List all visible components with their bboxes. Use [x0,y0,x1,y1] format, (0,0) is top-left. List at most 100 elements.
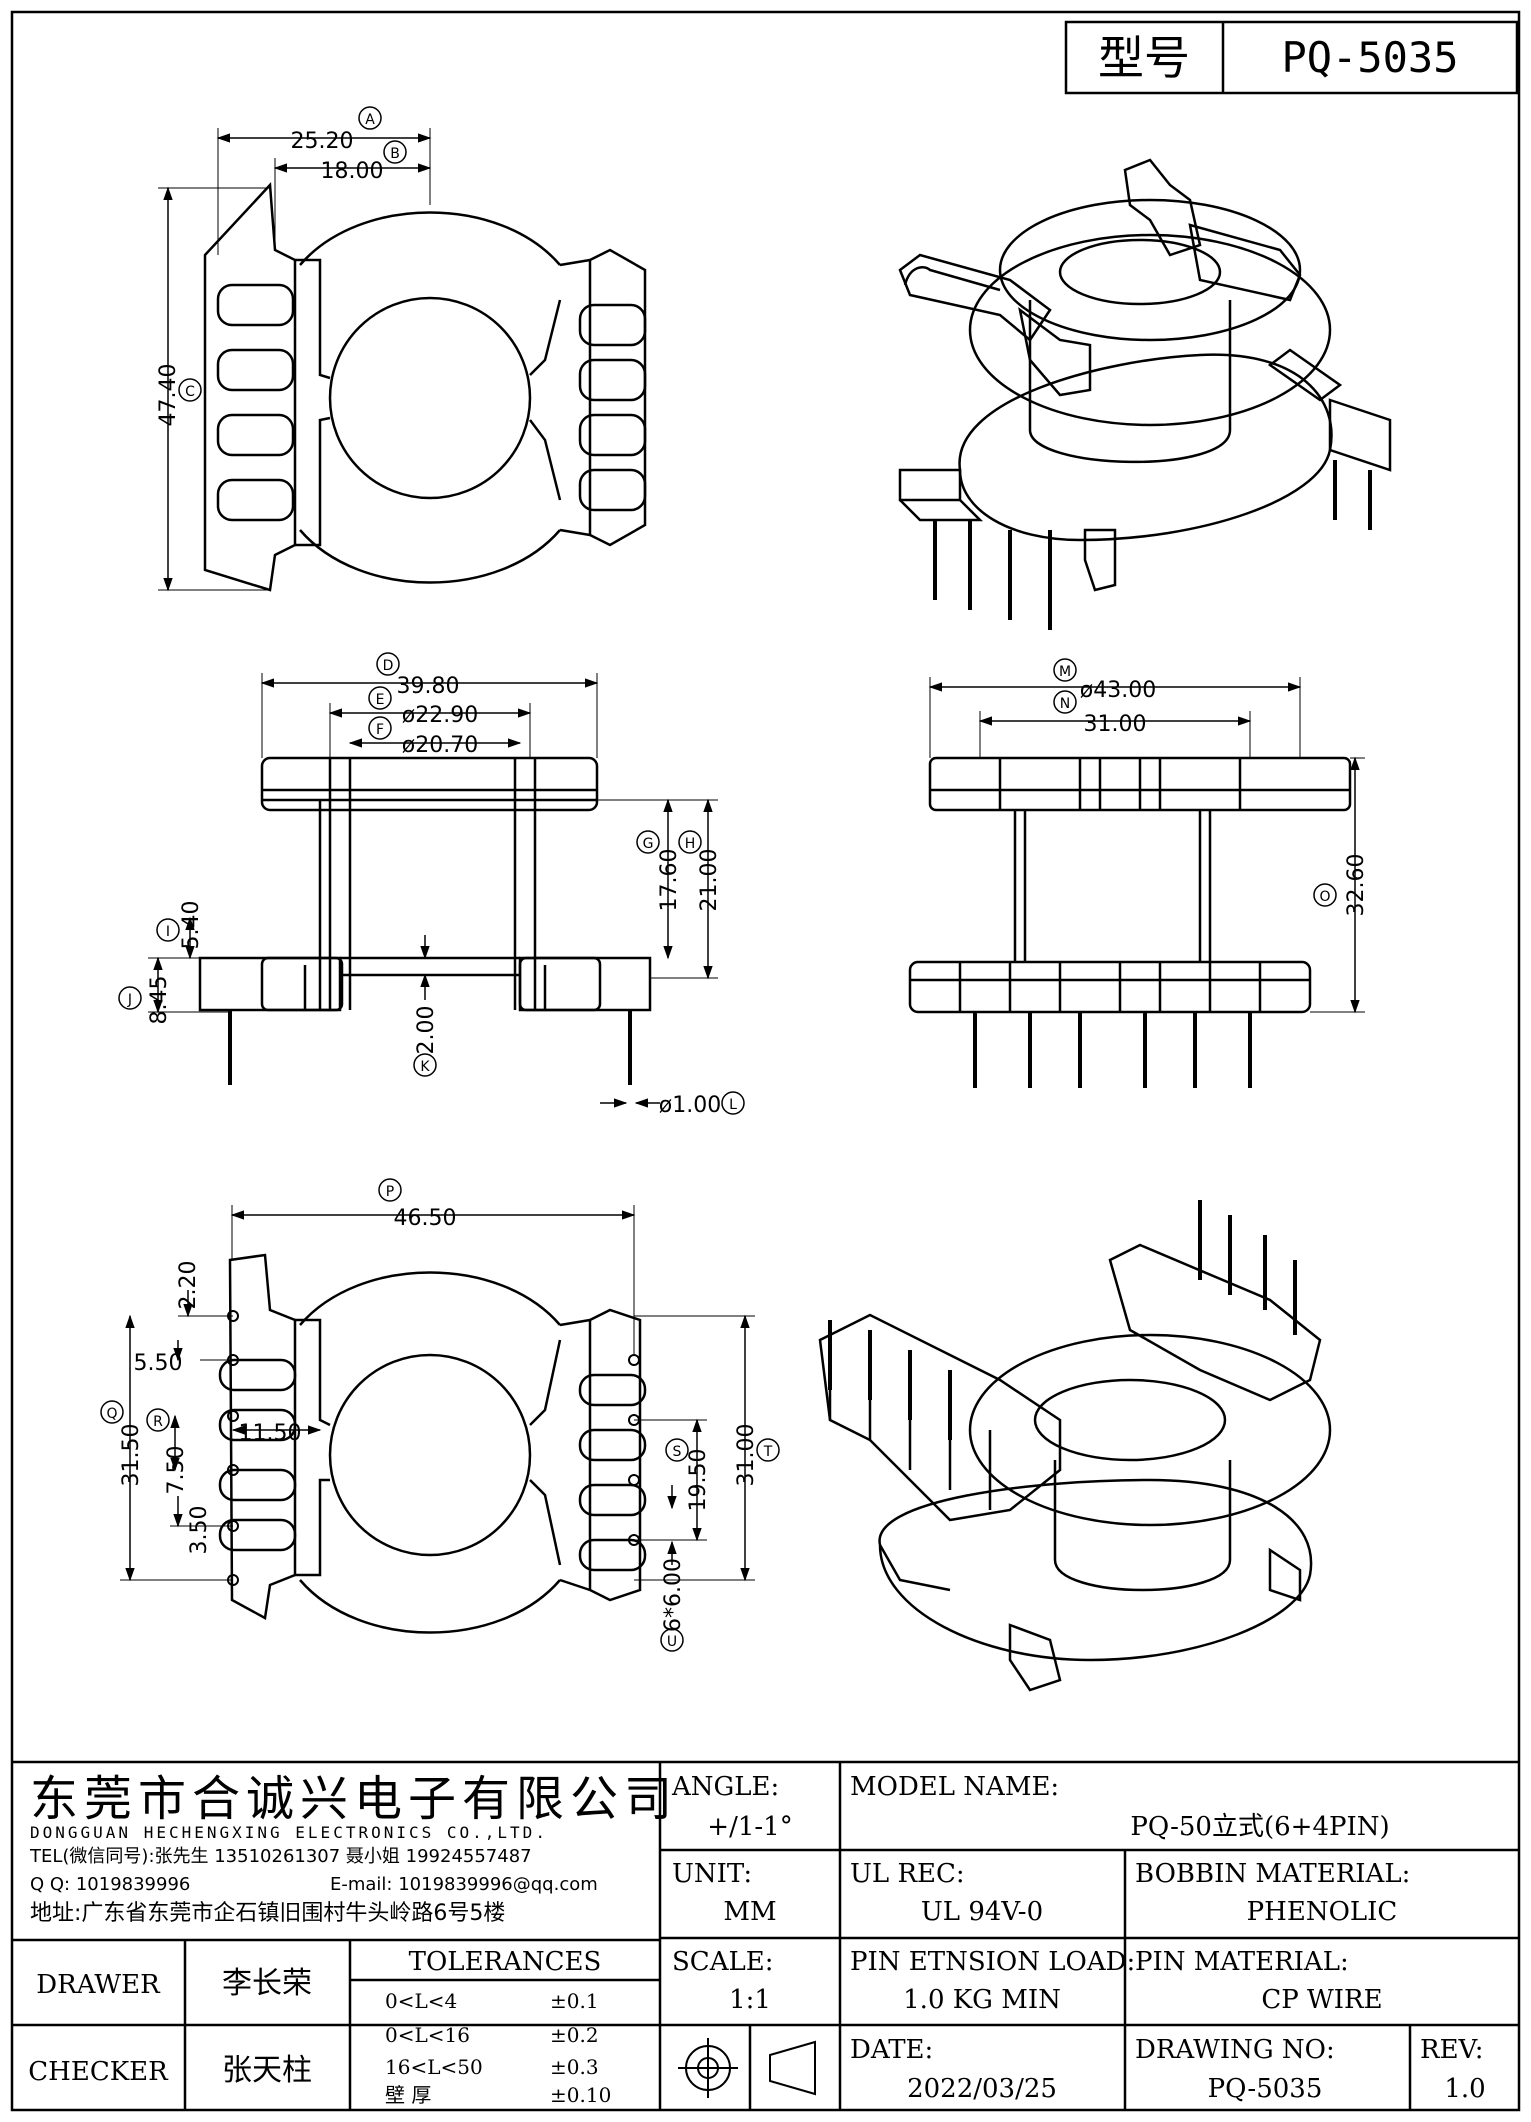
tolerance-value: ±0.3 [550,2055,599,2079]
dim-s-value: 19.50 [686,1449,711,1512]
unit-value: MM [723,1897,776,1927]
company-name-en: DONGGUAN HECHENGXING ELECTRONICS CO.,LTD… [30,1823,548,1842]
pin-tension-label: PIN ETNSION LOAD: [850,1947,1135,1977]
company-name-cn: 东莞市合诚兴电子有限公司 [30,1771,678,1827]
tolerances-title: TOLERANCES [409,1947,602,1977]
top-view-dims: 25.20 18.00 A B 47.40 C [156,106,432,592]
dim-b-label: B [390,146,400,162]
dim-p-value: 46.50 [394,1206,457,1231]
dim-t-value: 31.00 [734,1424,759,1487]
bottom-view-pin-holes [227,1310,640,1586]
ul-rec-label: UL REC: [850,1859,965,1889]
rev-value: 1.0 [1444,2074,1485,2104]
tolerance-range: 16<L<50 [385,2055,483,2079]
dim-l-value: ø1.00 [659,1093,721,1118]
pin-tension-value: 1.0 KG MIN [903,1985,1061,2015]
dim-o-value: 32.60 [1344,854,1369,917]
drawing-no-value: PQ-5035 [1208,2074,1323,2104]
bobbin-material-value: PHENOLIC [1247,1897,1398,1927]
dim-u-label: U [667,1634,677,1650]
dim-d-label: D [383,658,394,674]
dim-350-value: 3.50 [187,1506,212,1555]
dim-k-value: 2.00 [414,1006,439,1055]
tolerances-table: 0<L<4 ±0.1 0<L<16 ±0.2 16<L<50 ±0.3 壁 厚 … [385,1989,611,2107]
bottom-view-dims: 46.50 P 2.20 5.50 31.50 Q 7.50 R 11.50 3… [100,1178,780,1652]
dim-m-value: ø43.00 [1080,678,1156,703]
dim-g-value: 17.60 [657,849,682,912]
dim-g-label: G [643,836,654,852]
dim-k-label: K [420,1059,430,1075]
dim-i-label: I [166,924,170,940]
bobbin-material-label: BOBBIN MATERIAL: [1135,1859,1410,1889]
sheet-border [10,10,1521,2112]
date-value: 2022/03/25 [907,2074,1057,2104]
model-name-label: MODEL NAME: [850,1772,1059,1802]
dim-f-value: ø20.70 [402,733,478,758]
dim-p-label: P [386,1184,394,1200]
dim-c-value: 47.40 [156,364,181,427]
drawer-label: DRAWER [36,1970,161,2000]
company-tel: TEL(微信同号):张先生 13510261307 聂小姐 1992455748… [29,1846,532,1867]
projection-symbol [678,2038,816,2098]
tolerance-range: 0<L<4 [385,1989,457,2013]
tolerance-value: ±0.1 [550,1989,599,2013]
rev-label: REV: [1420,2035,1483,2065]
unit-label: UNIT: [672,1859,752,1889]
dim-d-value: 39.80 [397,674,460,699]
dim-h-label: H [685,836,696,852]
top-view [203,182,647,592]
dim-h-value: 21.00 [697,849,722,912]
dim-f-label: F [376,722,384,738]
dim-t-label: T [763,1444,773,1460]
dim-n-label: N [1060,696,1070,712]
dim-220-value: 2.20 [176,1261,201,1310]
date-label: DATE: [850,2035,933,2065]
scale-label: SCALE: [672,1947,774,1977]
dim-n-value: 31.00 [1084,712,1147,737]
front-view [198,756,652,1085]
dim-r-label: R [153,1414,163,1430]
side-view-dims: ø43.00 31.00 M N 32.60 O [928,658,1369,1014]
dim-j-value: 8.45 [147,976,172,1025]
company-info: 东莞市合诚兴电子有限公司 DONGGUAN HECHENGXING ELECTR… [29,1771,678,1926]
drawing-no-label: DRAWING NO: [1135,2035,1335,2065]
model-name-value: PQ-50立式(6+4PIN) [1130,1812,1389,1842]
type-label: 型号 [1098,31,1190,85]
pin-material-value: CP WIRE [1261,1985,1382,2015]
front-view-dims: 39.80 ø22.90 ø20.70 D E F 17.60 21.00 G … [118,652,745,1118]
checker-name: 张天柱 [222,2053,312,2088]
tolerance-range: 0<L<16 [385,2023,470,2047]
dim-q-value: 31.50 [119,1424,144,1487]
dim-1150-value: 11.50 [239,1421,302,1446]
tolerance-value: ±0.10 [550,2083,611,2107]
company-email: E-mail: 1019839996@qq.com [330,1874,598,1895]
angle-value: +/1-1° [707,1812,792,1842]
title-block [12,1760,1519,2110]
dim-j-label: J [127,992,132,1008]
angle-label: ANGLE: [671,1772,779,1802]
drawer-name: 李长荣 [222,1966,312,2001]
model-header: 型号 PQ-5035 [1064,20,1519,95]
dim-i-value: 5.40 [179,901,204,950]
dim-e-label: E [376,692,385,708]
dim-c-label: C [185,384,195,400]
dim-550-value: 5.50 [134,1351,183,1376]
dim-b-value: 18.00 [321,159,384,184]
dim-e-value: ø22.90 [402,703,478,728]
ul-rec-value: UL 94V-0 [921,1897,1043,1927]
scale-value: 1:1 [729,1985,771,2015]
dim-m-label: M [1059,664,1071,680]
tolerance-value: ±0.2 [550,2023,599,2047]
dim-u-value: 6*6.00 [661,1558,686,1632]
side-view [908,756,1352,1088]
company-qq: Q Q: 1019839996 [30,1874,190,1895]
pin-material-label: PIN MATERIAL: [1135,1947,1349,1977]
title-fields: ANGLE: +/1-1° UNIT: MM SCALE: 1:1 MODEL … [28,1772,1485,2104]
dim-r-value: 7.50 [164,1446,189,1495]
isometric-view-top [898,158,1392,630]
dim-l-label: L [729,1097,737,1113]
dim-q-label: Q [106,1406,117,1422]
dim-a-label: A [365,112,375,128]
company-address: 地址:广东省东莞市企石镇旧围村牛头岭路6号5楼 [30,1901,505,1926]
